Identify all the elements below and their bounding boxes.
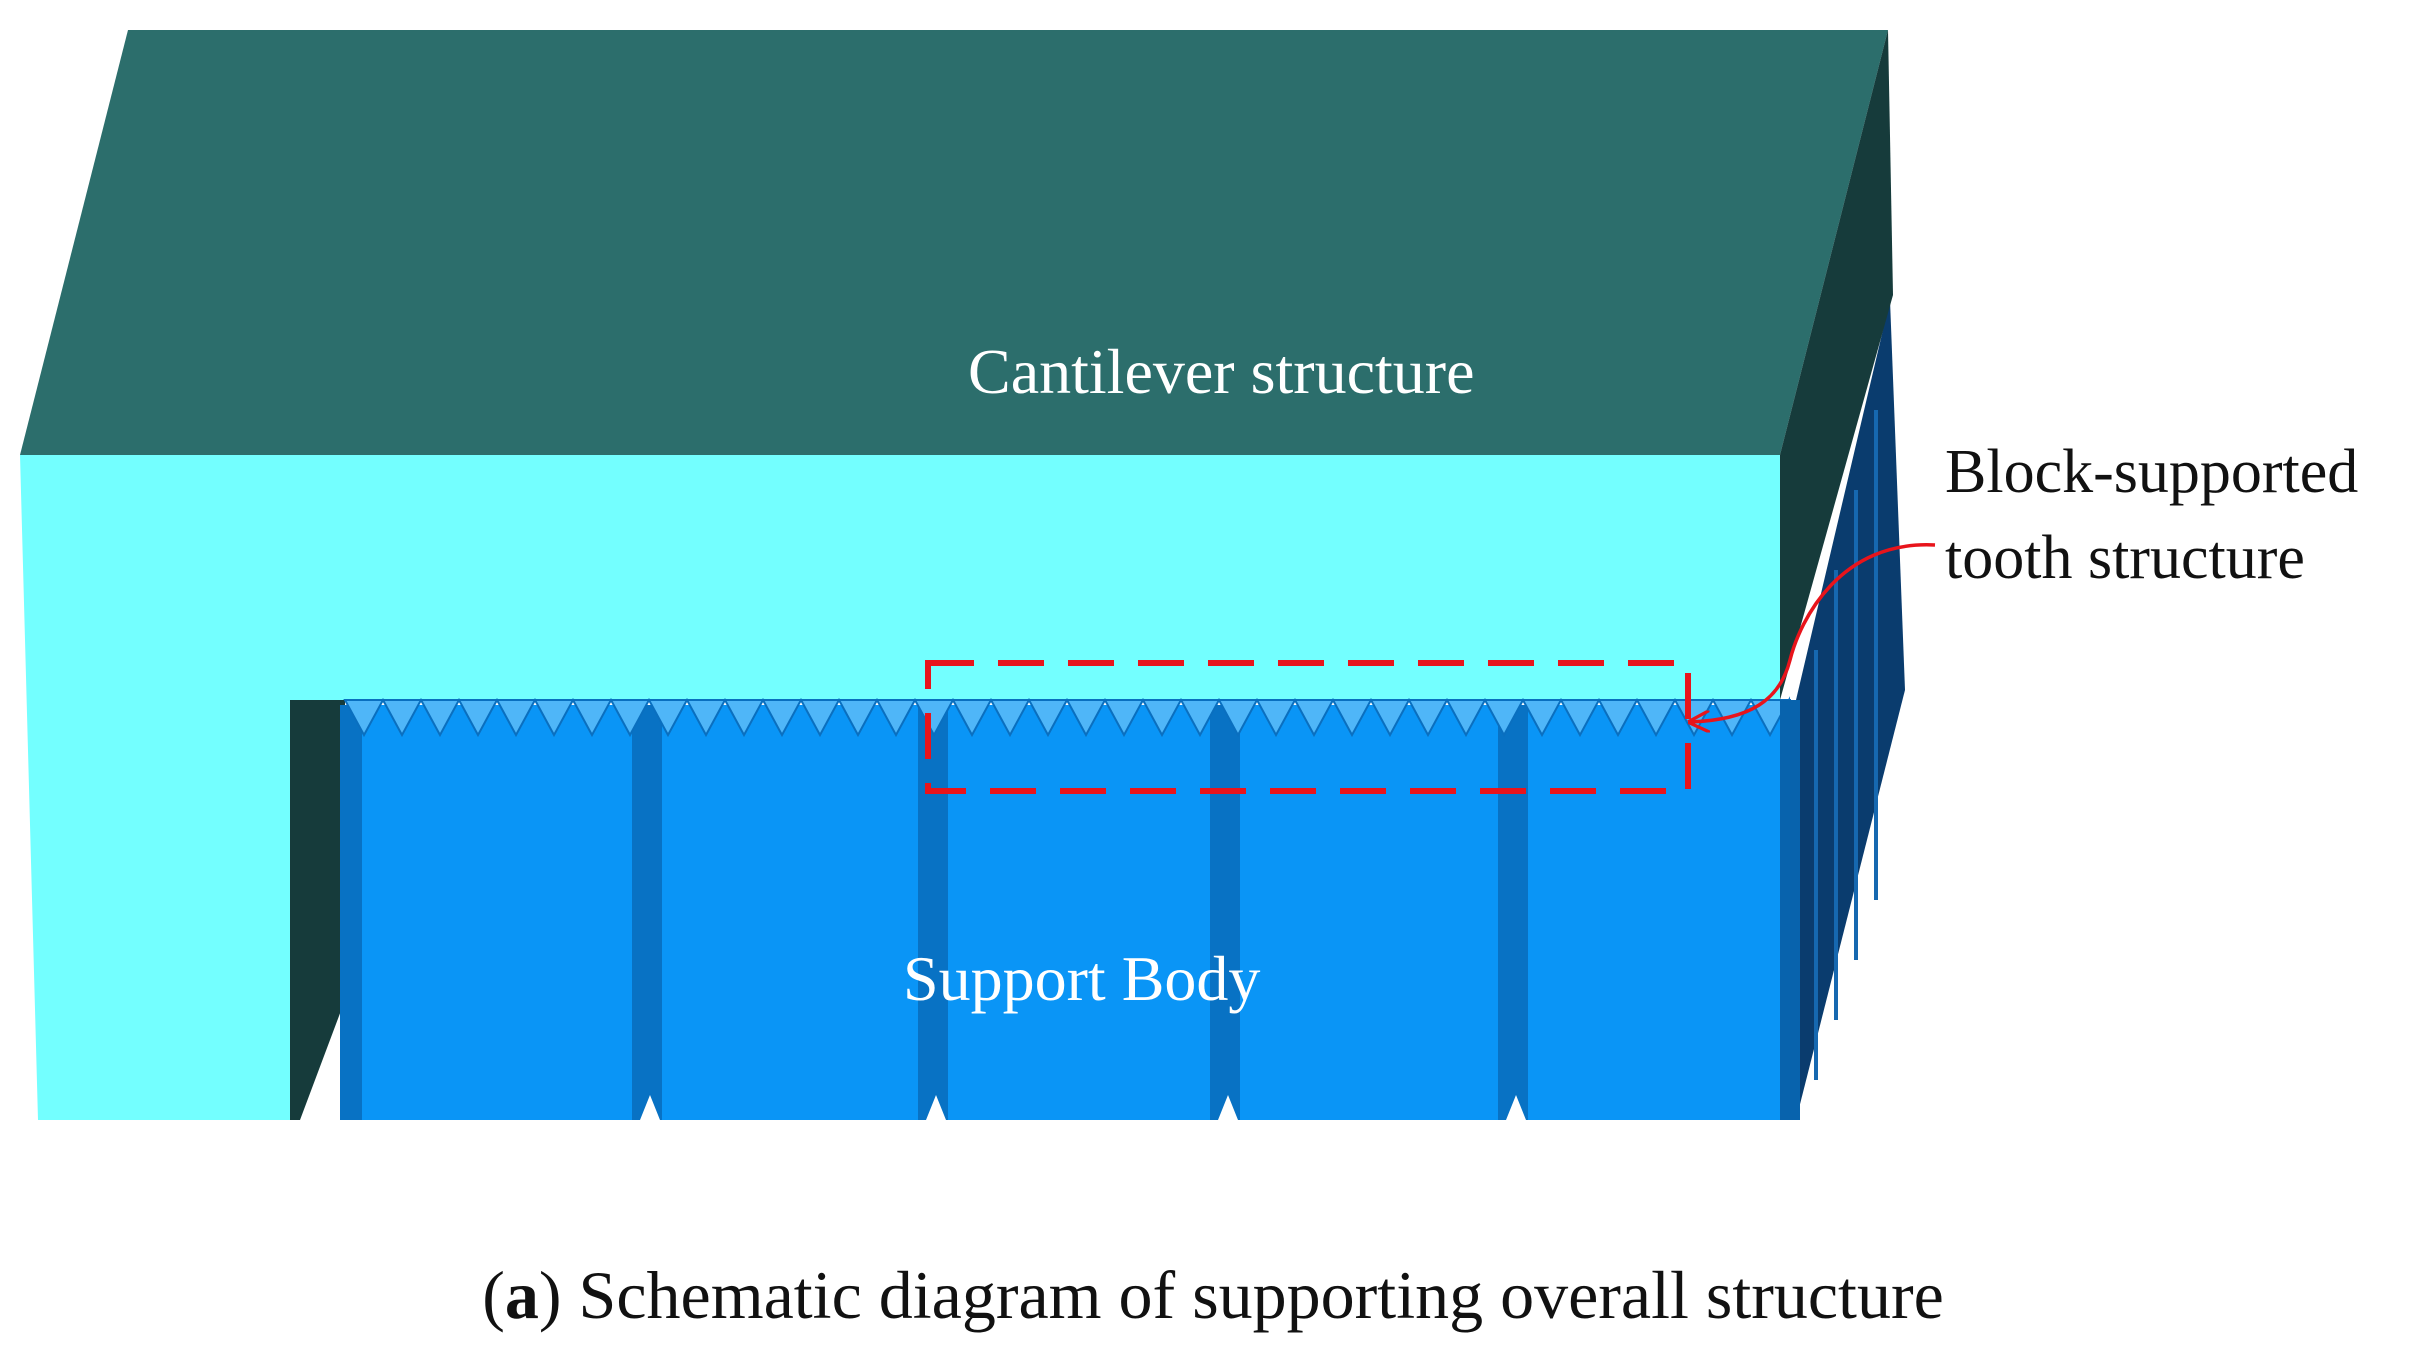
caption-letter: a bbox=[505, 1257, 539, 1333]
support-body-label: Support Body bbox=[903, 943, 1260, 1014]
caption-text: Schematic diagram of supporting overall … bbox=[562, 1257, 1944, 1333]
tooth-strip bbox=[343, 696, 1791, 738]
bottom-notches bbox=[640, 1095, 1526, 1120]
groove bbox=[340, 705, 362, 1120]
callout-arrow bbox=[1690, 543, 1936, 722]
groove bbox=[1498, 705, 1528, 1120]
groove bbox=[918, 705, 948, 1120]
tooth-highlight-box bbox=[925, 660, 1691, 794]
groove bbox=[632, 705, 662, 1120]
support-body bbox=[340, 696, 1800, 1120]
figure-caption: (a) Schematic diagram of supporting over… bbox=[482, 1257, 1944, 1333]
cantilever-top-face bbox=[20, 30, 1888, 455]
support-body-front-face bbox=[340, 705, 1800, 1120]
groove bbox=[1210, 705, 1240, 1120]
support-body-side-ribs bbox=[1814, 410, 1878, 1080]
cantilever-side-face bbox=[1780, 30, 1893, 700]
cantilever-label: Cantilever structure bbox=[968, 336, 1474, 407]
opening-inner-shadow bbox=[290, 700, 345, 1120]
callout-label-line1: Block-supported bbox=[1945, 438, 2358, 506]
support-body-edge-shadow bbox=[1780, 700, 1800, 1120]
cantilever-front-face bbox=[20, 455, 1780, 1120]
callout-label-line2: tooth structure bbox=[1945, 524, 2305, 592]
